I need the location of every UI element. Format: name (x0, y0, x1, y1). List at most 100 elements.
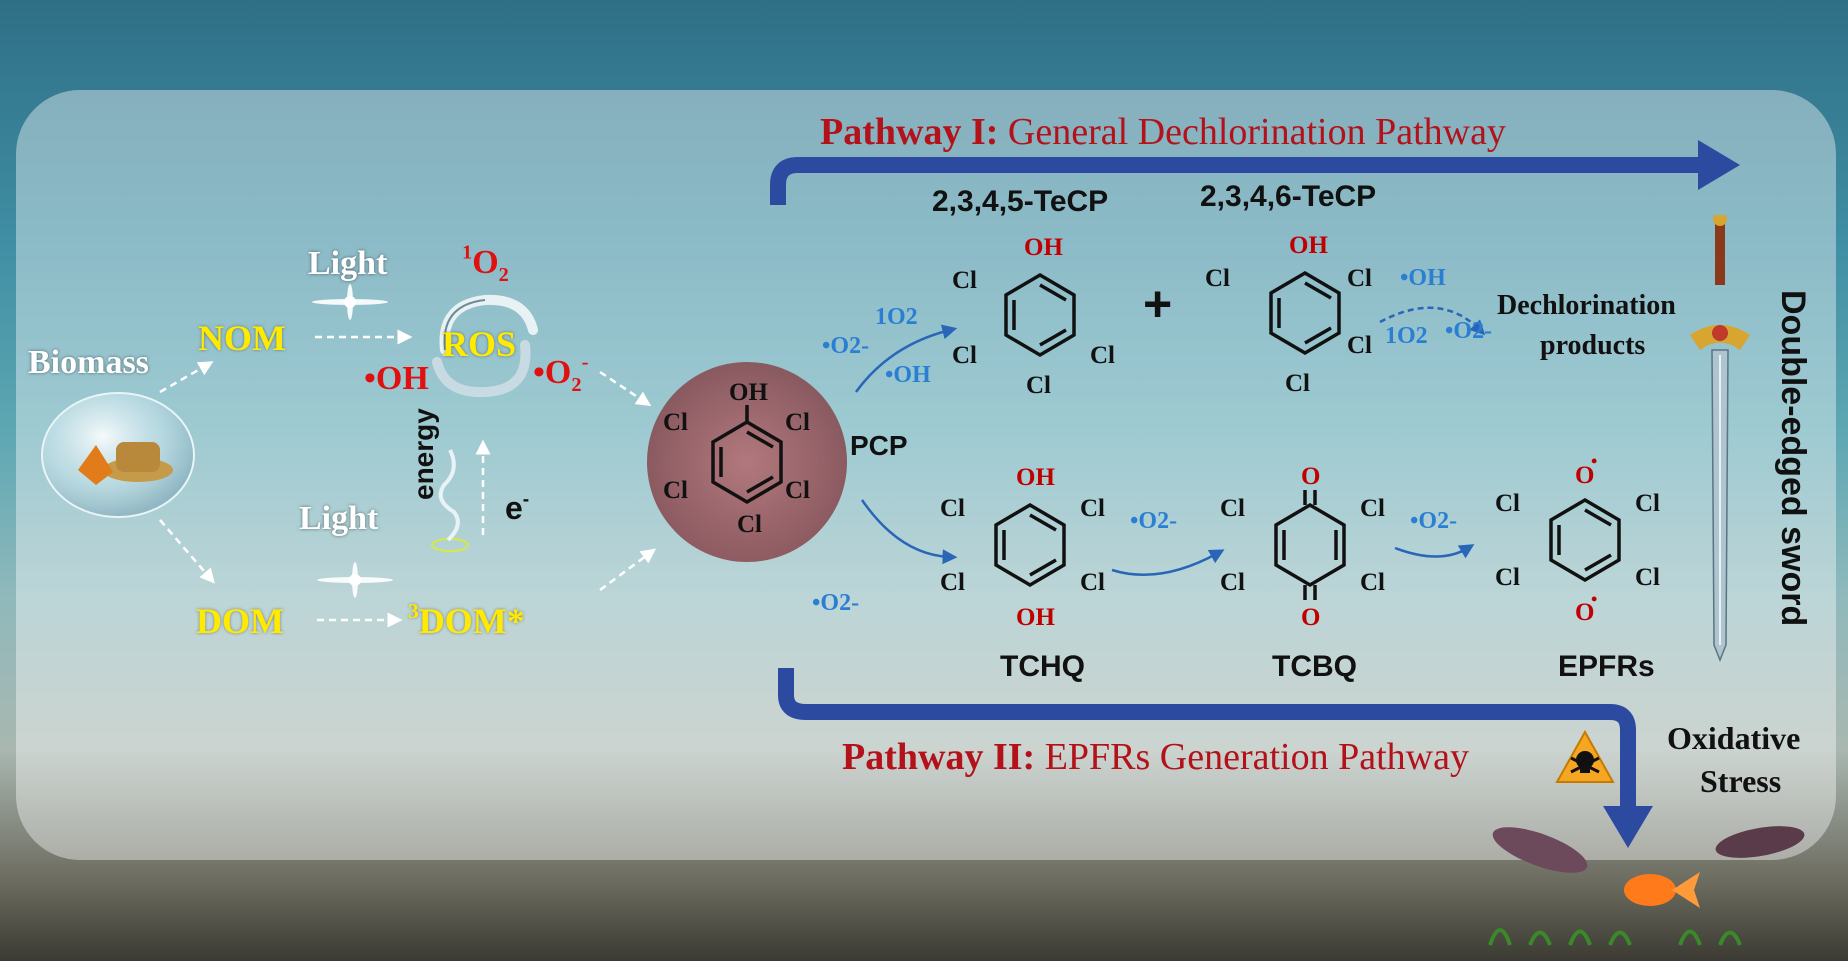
tecp2345-cl-3: Cl (1090, 342, 1115, 369)
tcbq-molecule: O O Cl Cl Cl Cl (1220, 463, 1385, 631)
pcp-molecule: OH Cl Cl Cl Cl Cl (663, 379, 810, 538)
epfrs-label: EPFRs (1558, 650, 1655, 683)
tcbq-o-top: O (1301, 463, 1320, 490)
fish-group-icon (1488, 826, 1805, 946)
ros-label: ROS (442, 324, 517, 364)
light-bottom-label: Light (299, 500, 379, 537)
tchq-molecule: OH OH Cl Cl Cl Cl (940, 464, 1105, 631)
superoxide-sub: 2 (571, 373, 582, 396)
pathway2-title-bold: Pathway II: (842, 736, 1036, 778)
reagent-o2minus-1: •O2- (822, 333, 870, 359)
tecp2345-cl-4: Cl (1026, 372, 1051, 399)
pathway1-title-bold: Pathway I: (820, 111, 999, 153)
pcp-cl-2: Cl (785, 409, 810, 436)
tcbq-cl-4: Cl (1360, 569, 1385, 596)
tchq-label: TCHQ (1000, 650, 1085, 683)
epfrs-cl-3: Cl (1495, 564, 1520, 591)
triplet-dom-sup: 3 (408, 598, 419, 623)
sword-label: Double-edged sword (1774, 290, 1812, 627)
tecp2345-molecule: OH Cl Cl Cl Cl (952, 234, 1115, 399)
dom-label: DOM (196, 601, 284, 641)
tecp2346-cl-2: Cl (1347, 265, 1372, 292)
tecp2345-cl-1: Cl (952, 267, 977, 294)
epfrs-o-bottom: O (1575, 599, 1594, 626)
pathway1-arrow (770, 157, 1700, 205)
pathway2-title: Pathway II: EPFRs Generation Pathway (842, 735, 1469, 779)
tcbq-cl-3: Cl (1220, 569, 1245, 596)
epfrs-cl-1: Cl (1495, 490, 1520, 517)
singlet-oxygen-base: O (472, 244, 499, 281)
diagram-panel (16, 90, 1836, 860)
tcbq-o-bottom: O (1301, 604, 1320, 631)
tecp2346-cl-1: Cl (1205, 265, 1230, 292)
warning-skull-icon (1555, 730, 1615, 783)
pcp-cl-4: Cl (785, 477, 810, 504)
dechlorination-products-line1: Dechlorination (1497, 290, 1676, 321)
tcbq-label: TCBQ (1272, 650, 1357, 683)
pathway1-title: Pathway I: General Dechlorination Pathwa… (820, 110, 1506, 154)
epfrs-cl-4: Cl (1635, 564, 1660, 591)
tecp2346-oh: OH (1289, 232, 1328, 259)
electron-base: e (505, 490, 523, 526)
singlet-oxygen-label: 1O2 (462, 241, 509, 287)
epfrs-cl-2: Cl (1635, 490, 1660, 517)
epfrs-o-top: O (1575, 462, 1594, 489)
tecp2346-molecule: OH Cl Cl Cl Cl (1205, 232, 1372, 397)
light-top-label: Light (308, 245, 388, 282)
electron-sup: - (522, 489, 530, 511)
epfrs-dot-bottom: • (1591, 589, 1597, 609)
tchq-cl-2: Cl (1080, 495, 1105, 522)
nom-label: NOM (198, 318, 286, 358)
reagent-singlet-2: 1O2 (1385, 323, 1428, 349)
pathway2-arrow (778, 668, 1636, 808)
reagent-o2minus-5: •O2- (812, 590, 860, 616)
oxidative-stress-line2: Stress (1700, 763, 1782, 799)
reagent-o2minus-2: •O2- (1445, 318, 1493, 344)
light-sparkle-top-icon (312, 284, 388, 320)
superoxide-base: •O (533, 354, 572, 391)
singlet-oxygen-sub: 2 (498, 263, 509, 286)
biomass-bubble-icon (41, 392, 195, 518)
tchq-cl-1: Cl (940, 495, 965, 522)
oxidative-stress-line1: Oxidative (1667, 720, 1801, 756)
reagent-oh-1: •OH (885, 362, 931, 388)
reagent-oh-2: •OH (1400, 265, 1446, 291)
tecp2345-label: 2,3,4,5-TeCP (932, 185, 1109, 218)
triplet-dom-base: DOM* (418, 601, 525, 641)
tchq-oh-bottom: OH (1016, 604, 1055, 631)
tecp2345-oh: OH (1024, 234, 1063, 261)
pcp-label: PCP (850, 430, 908, 461)
electron-label: e- (505, 490, 529, 527)
tecp2345-cl-2: Cl (952, 342, 977, 369)
tchq-cl-3: Cl (940, 569, 965, 596)
triplet-dom-label: 3DOM* (408, 600, 525, 642)
dechlorination-products-line2: products (1540, 330, 1646, 361)
plus-sign: + (1143, 276, 1173, 332)
light-sparkle-bottom-icon (317, 562, 393, 598)
reagent-singlet-1: 1O2 (875, 304, 918, 330)
reagent-o2minus-4: •O2- (1410, 508, 1458, 534)
pcp-oh: OH (729, 379, 768, 406)
tcbq-cl-1: Cl (1220, 495, 1245, 522)
tchq-oh-top: OH (1016, 464, 1055, 491)
superoxide-label: •O2- (533, 351, 589, 397)
pcp-cl-5: Cl (737, 511, 762, 538)
reagent-o2minus-3: •O2- (1130, 508, 1178, 534)
pathway1-title-rest: General Dechlorination Pathway (1007, 111, 1506, 153)
pcp-circle (647, 362, 847, 562)
tecp2346-cl-4: Cl (1285, 370, 1310, 397)
biomass-label: Biomass (28, 344, 149, 381)
singlet-oxygen-sup: 1 (462, 241, 473, 264)
pcp-cl-1: Cl (663, 409, 688, 436)
ros-cycle-icon (432, 294, 538, 398)
energy-spiral-icon (431, 449, 469, 552)
hydroxyl-radical-label: •OH (364, 360, 429, 397)
tecp2346-label: 2,3,4,6-TeCP (1200, 180, 1377, 213)
epfrs-dot-top: • (1591, 455, 1597, 471)
superoxide-sup: - (581, 351, 589, 374)
sword-icon (1690, 215, 1750, 663)
epfrs-molecule: O O • • Cl Cl Cl Cl (1495, 455, 1660, 626)
tcbq-cl-2: Cl (1360, 495, 1385, 522)
tchq-cl-4: Cl (1080, 569, 1105, 596)
